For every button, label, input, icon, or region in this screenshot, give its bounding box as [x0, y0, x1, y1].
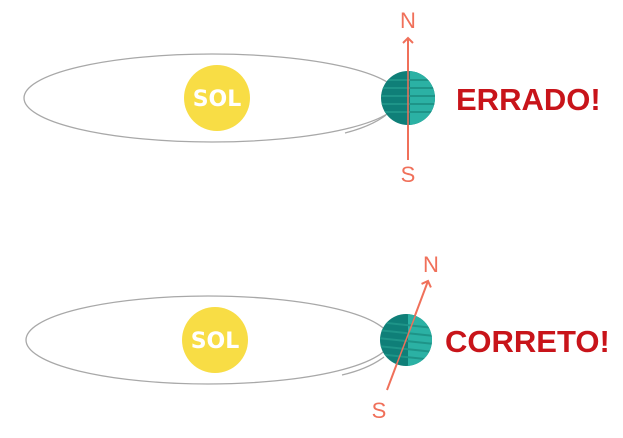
north-label: N — [400, 8, 416, 33]
sun-label: SOL — [191, 329, 240, 354]
south-label: S — [372, 398, 387, 423]
sun — [182, 307, 248, 373]
verdict-wrong: ERRADO! — [456, 82, 601, 117]
sun-label: SOL — [193, 87, 242, 112]
verdict-correct: CORRETO! — [445, 324, 610, 359]
panel-wrong: SOL N S ERRADO! — [23, 8, 601, 187]
south-label: S — [401, 162, 416, 187]
orbit-front-arc — [341, 356, 385, 376]
orbit-front-arc — [344, 114, 387, 134]
north-label: N — [423, 252, 439, 277]
panel-correct: SOL N S CORRETO! — [25, 252, 610, 423]
earth — [380, 314, 432, 366]
earth — [381, 71, 435, 125]
sun — [184, 65, 250, 131]
